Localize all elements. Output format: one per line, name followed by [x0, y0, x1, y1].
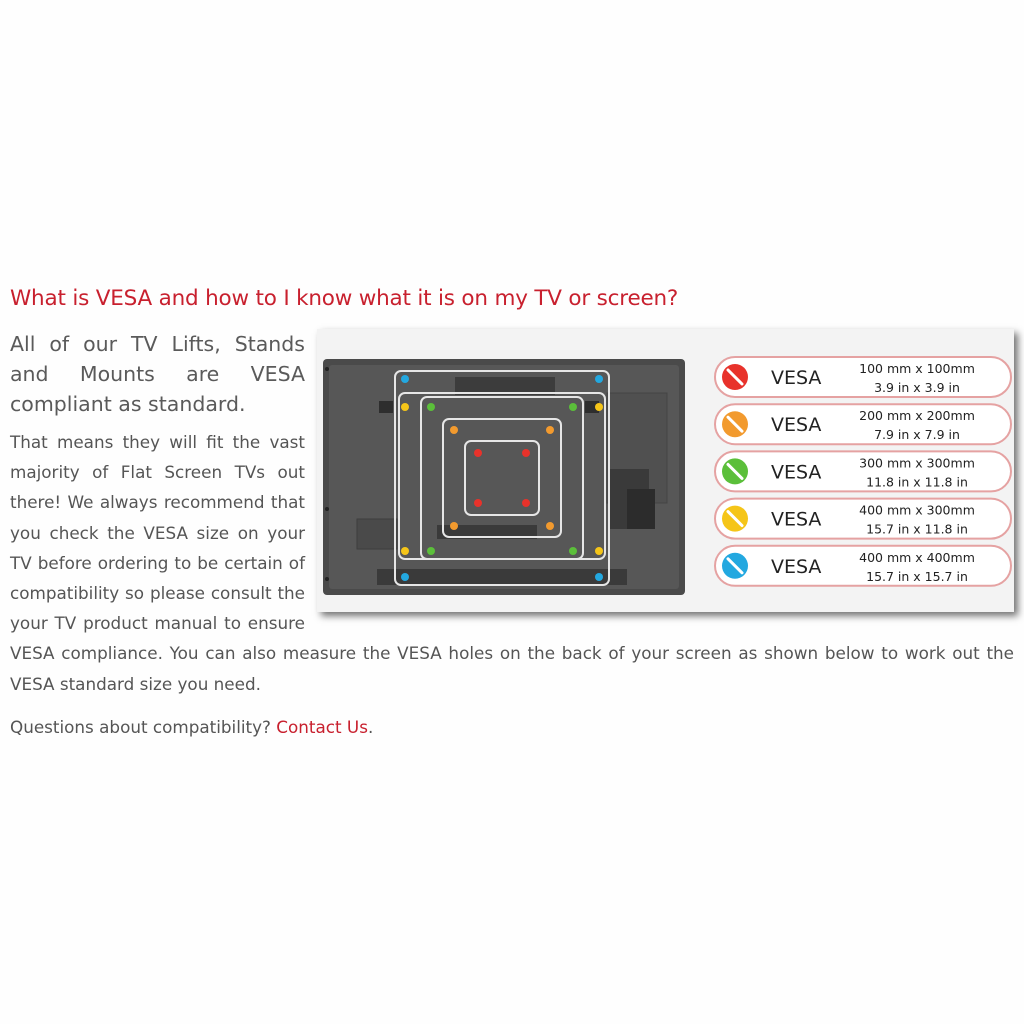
legend-swatch-slash	[726, 415, 744, 433]
questions-line: Questions about compatibility? Contact U…	[10, 712, 1014, 742]
legend-metric-size: 400 mm x 300mm	[859, 503, 975, 518]
legend-imperial-size: 15.7 in x 11.8 in	[866, 522, 968, 537]
legend-row: VESA 100 mm x 100mm 3.9 in x 3.9 in	[714, 356, 1012, 398]
legend-swatch-slash	[726, 462, 744, 480]
legend-imperial-size: 11.8 in x 11.8 in	[866, 474, 968, 489]
tv-back-panel	[323, 359, 685, 595]
legend-vesa-label: VESA	[771, 556, 821, 578]
legend-metric-size: 300 mm x 300mm	[859, 455, 975, 470]
vesa-diagram-graphic: VESA 100 mm x 100mm 3.9 in x 3.9 in VESA 200…	[323, 356, 1012, 595]
legend-metric-size: 100 mm x 100mm	[859, 361, 975, 376]
legend-row-pill	[714, 403, 1012, 446]
vesa-diagram: VESA 100 mm x 100mm 3.9 in x 3.9 in VESA 200…	[317, 329, 1014, 612]
legend-row-pill	[714, 544, 1012, 587]
legend-vesa-label: VESA	[771, 509, 821, 531]
legend-vesa-label: VESA	[771, 414, 821, 436]
legend-metric-size: 200 mm x 200mm	[859, 408, 975, 423]
legend-row: VESA 300 mm x 300mm 11.8 in x 11.8 in	[714, 450, 1012, 493]
legend-row-pill	[714, 450, 1012, 493]
legend-row: VESA 400 mm x 300mm 15.7 in x 11.8 in	[714, 497, 1012, 540]
legend-vesa-label: VESA	[771, 367, 821, 389]
article-content: VESA 100 mm x 100mm 3.9 in x 3.9 in VESA 200…	[10, 329, 1014, 742]
legend-imperial-size: 3.9 in x 3.9 in	[874, 380, 960, 395]
legend-metric-size: 400 mm x 400mm	[859, 550, 975, 565]
page-heading: What is VESA and how to I know what it i…	[10, 286, 679, 311]
vesa-legend: VESA 100 mm x 100mm 3.9 in x 3.9 in VESA 200…	[714, 356, 1012, 587]
body-paragraph: That means they will fit the vast majori…	[10, 432, 1014, 694]
legend-imperial-size: 7.9 in x 7.9 in	[874, 427, 960, 442]
questions-suffix: .	[367, 716, 374, 737]
vesa-frames	[394, 370, 610, 586]
legend-imperial-size: 15.7 in x 15.7 in	[866, 569, 968, 584]
legend-row-pill	[714, 356, 1012, 398]
legend-row: VESA 200 mm x 200mm 7.9 in x 7.9 in	[714, 403, 1012, 446]
legend-swatch-slash	[726, 557, 744, 575]
legend-row: VESA 400 mm x 400mm 15.7 in x 15.7 in	[714, 544, 1012, 587]
questions-text: Questions about compatibility?	[10, 716, 277, 737]
legend-vesa-label: VESA	[771, 461, 821, 483]
legend-swatch-slash	[726, 368, 744, 386]
legend-swatch-slash	[726, 510, 744, 528]
legend-row-pill	[714, 497, 1012, 540]
contact-us-link[interactable]: Contact Us	[276, 716, 368, 737]
vesa-holes	[401, 375, 603, 581]
lead-paragraph: All of our TV Lifts, Stands and Mounts a…	[10, 332, 305, 416]
